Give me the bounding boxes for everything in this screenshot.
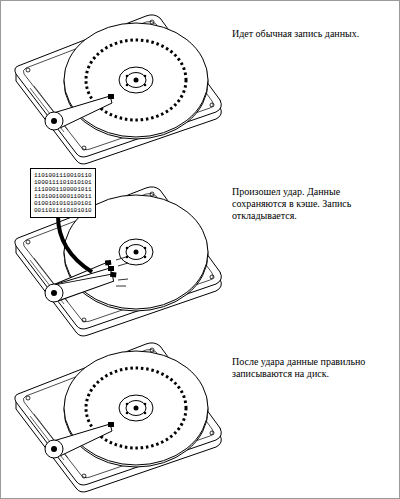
caption: Произошел удар. Данные сохраняются в кэш… <box>232 186 396 222</box>
shock-lines <box>116 257 128 286</box>
caption: Идет обычная запись данных. <box>232 28 394 40</box>
binary-data: 1101001110010110 1000111101010101 111000… <box>34 172 92 214</box>
hard-drive <box>15 343 221 492</box>
cache-leader <box>58 216 92 272</box>
cache-data-box: 1101001110010110 1000111101010101 111000… <box>30 168 96 218</box>
caption: После удара данные правильно записываютс… <box>232 356 382 380</box>
hard-drive <box>15 15 221 164</box>
